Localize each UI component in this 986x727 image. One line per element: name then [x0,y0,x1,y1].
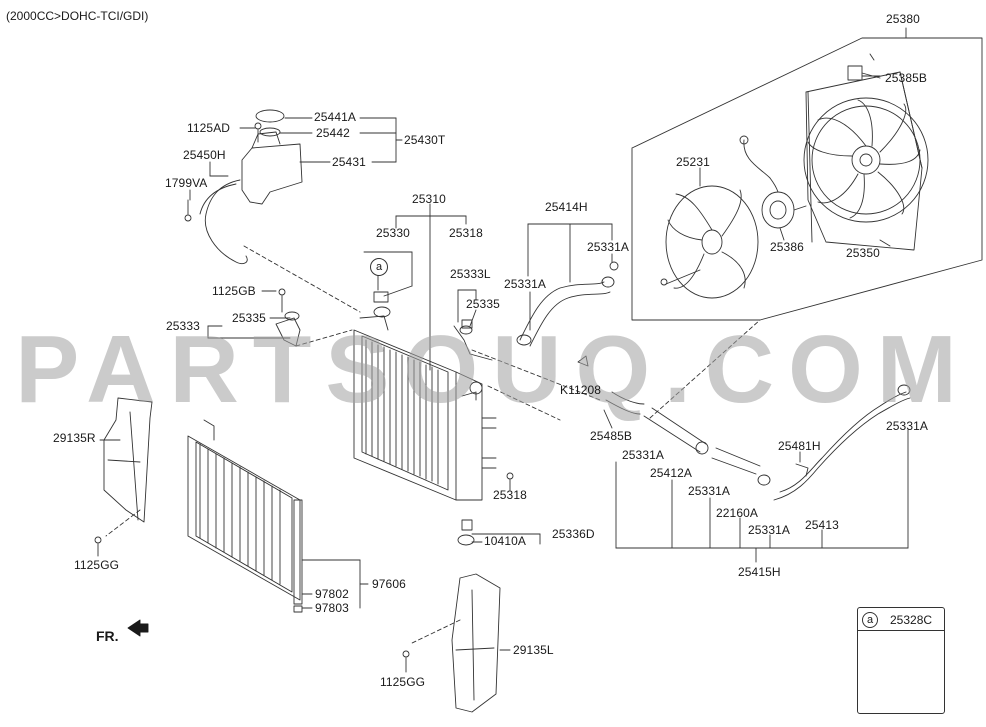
bracket-drawing [207,288,301,347]
part-label-1799VA[interactable]: 1799VA [165,176,208,190]
part-label-25481H[interactable]: 25481H [778,439,821,453]
part-label-1125GB[interactable]: 1125GB [212,284,256,298]
part-label-25331A-2[interactable]: 25331A [504,277,546,291]
engine-variant-label: (2000CC>DOHC-TCI/GDI) [6,9,149,23]
part-label-25331A-3[interactable]: 25331A [886,419,928,433]
condenser-drawing [187,419,369,613]
part-label-97803[interactable]: 97803 [315,601,349,615]
part-label-25318-bottom[interactable]: 25318 [493,488,527,502]
part-label-29135R[interactable]: 29135R [53,431,96,445]
part-label-1125AD[interactable]: 1125AD [187,121,231,135]
part-label-25442[interactable]: 25442 [316,126,350,140]
part-label-10410A[interactable]: 10410A [484,534,526,548]
front-direction-label: FR. [96,628,119,644]
part-label-97606[interactable]: 97606 [372,577,406,591]
fan-leaders [699,53,891,247]
reservoir-drawing [184,109,303,265]
part-label-22160A[interactable]: 22160A [716,506,758,520]
part-label-25231[interactable]: 25231 [676,155,710,169]
part-label-1125GG-left[interactable]: 1125GG [74,558,120,572]
part-label-25415H[interactable]: 25415H [738,565,781,579]
part-label-25386[interactable]: 25386 [770,240,804,254]
part-label-97802[interactable]: 97802 [315,587,349,601]
legend-part-number[interactable]: 25328C [890,613,933,627]
part-label-25333L[interactable]: 25333L [450,267,491,281]
radiator-leaders [363,203,541,545]
legend-divider [858,630,944,631]
reference-marker-a: a [370,258,388,276]
fan-shroud-drawing [803,65,929,251]
legend-box: a 25328C [857,607,945,714]
radiator-drawing [353,291,514,546]
part-label-25414H[interactable]: 25414H [545,200,588,214]
part-label-25413[interactable]: 25413 [805,518,839,532]
fan-motor-drawing [739,135,807,229]
part-label-K11208[interactable]: K11208 [560,383,602,397]
fan-assembly-outline [631,27,983,321]
part-label-25336D[interactable]: 25336D [552,527,595,541]
part-label-25380[interactable]: 25380 [886,12,920,26]
reference-dashed-lines [105,245,761,645]
part-label-25331A-1[interactable]: 25331A [587,240,629,254]
part-label-25431[interactable]: 25431 [332,155,366,169]
hose-leaders [527,223,909,563]
part-label-25485B[interactable]: 25485B [590,429,632,443]
part-label-25335-right[interactable]: 25335 [466,297,500,311]
part-label-25441A[interactable]: 25441A [314,110,356,124]
part-label-1125GG-bottom[interactable]: 1125GG [380,675,426,689]
part-label-25331A-4[interactable]: 25331A [622,448,664,462]
part-label-25318-top[interactable]: 25318 [449,226,483,240]
part-label-25450H[interactable]: 25450H [183,148,226,162]
fan-blade-drawing [660,185,759,299]
part-label-25412A[interactable]: 25412A [650,466,692,480]
hose-drawing [516,261,911,501]
part-label-25430T[interactable]: 25430T [404,133,446,147]
part-label-29135L[interactable]: 29135L [513,643,554,657]
part-label-25385B[interactable]: 25385B [885,71,927,85]
part-label-25335-left[interactable]: 25335 [232,311,266,325]
part-label-25331A-6[interactable]: 25331A [748,523,790,537]
reservoir-leaders [189,117,403,201]
part-label-25331A-5[interactable]: 25331A [688,484,730,498]
legend-reference-marker: a [862,612,878,628]
part-label-25350[interactable]: 25350 [846,246,880,260]
part-label-25310[interactable]: 25310 [412,192,446,206]
part-label-25333[interactable]: 25333 [166,319,200,333]
front-arrow [127,619,149,637]
part-label-25330[interactable]: 25330 [376,226,410,240]
air-guard-drawing [94,397,511,713]
